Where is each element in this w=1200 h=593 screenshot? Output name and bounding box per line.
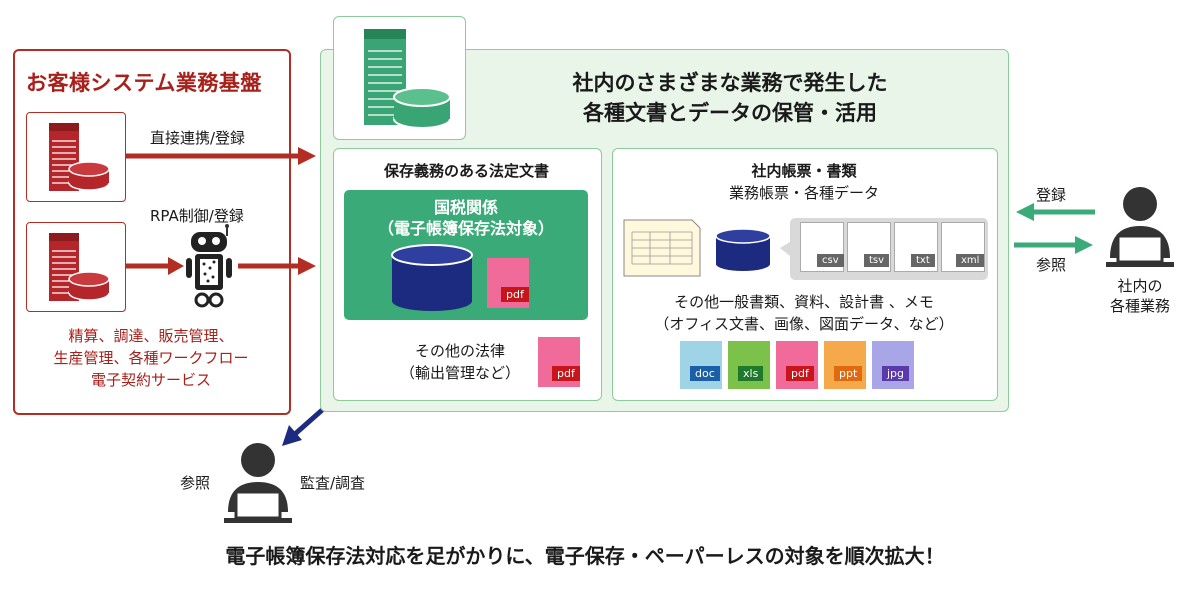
reference-label-bottom: 参照 bbox=[180, 474, 211, 492]
internal-user-label-line-2: 各種業務 bbox=[1109, 297, 1170, 315]
small-database-icon bbox=[715, 228, 771, 271]
general-docs-line-1: その他一般書類、資料、設計書 、メモ bbox=[674, 293, 934, 311]
office-file-doc: doc bbox=[680, 341, 722, 389]
internal-docs-subtitle: 業務帳票・各種データ bbox=[728, 184, 879, 202]
customer-system-title: お客様システム業務基盤 bbox=[26, 71, 262, 95]
office-file-pdf: pdf bbox=[776, 341, 818, 389]
office-file-xls: xls bbox=[728, 341, 770, 389]
navy-database-icon bbox=[391, 244, 473, 311]
footer-message: 電子帳簿保存法対応を足がかりに、電子保存・ペーパーレスの対象を順次拡大！ bbox=[225, 544, 945, 568]
format-file-tsv: tsv bbox=[847, 222, 891, 272]
csv-tag: csv bbox=[817, 254, 844, 267]
pdf-tag: pdf bbox=[786, 366, 814, 381]
rpa-robot-icon bbox=[186, 224, 232, 308]
doc-tag: doc bbox=[690, 366, 720, 381]
tax-docs-title-line-2: （電子帳簿保存法対象） bbox=[377, 219, 554, 238]
other-law-pdf-icon: pdf bbox=[538, 337, 580, 387]
other-law-line-1: その他の法律 bbox=[414, 342, 505, 360]
office-file-ppt: ppt bbox=[824, 341, 866, 389]
customer-desc-line-1: 精算、調達、販売管理、 bbox=[68, 327, 234, 345]
red-server-icon bbox=[49, 123, 110, 191]
customer-desc-line-2: 生産管理、各種ワークフロー bbox=[53, 349, 249, 367]
audit-label: 監査/調査 bbox=[300, 474, 366, 492]
format-file-csv: csv bbox=[800, 222, 844, 272]
xls-tag: xls bbox=[738, 366, 764, 381]
ppt-tag: ppt bbox=[834, 366, 863, 381]
format-file-txt: txt bbox=[894, 222, 938, 272]
pdf-tag: pdf bbox=[552, 366, 580, 381]
format-file-xml: xml bbox=[941, 222, 985, 272]
tsv-tag: tsv bbox=[864, 254, 890, 267]
txt-tag: txt bbox=[911, 254, 935, 267]
tax-docs-title: 国税関係 （電子帳簿保存法対象） bbox=[344, 197, 588, 239]
storage-server-card bbox=[333, 16, 466, 140]
direct-link-label: 直接連携/登録 bbox=[150, 129, 246, 147]
internal-user-label: 社内の 各種業務 bbox=[1090, 276, 1190, 316]
customer-desc-line-3: 電子契約サービス bbox=[90, 371, 211, 389]
internal-docs-title: 社内帳票・書類 bbox=[751, 162, 857, 180]
reference-label-right: 参照 bbox=[1036, 256, 1067, 274]
office-file-jpg: jpg bbox=[872, 341, 914, 389]
customer-desc: 精算、調達、販売管理、 生産管理、各種ワークフロー 電子契約サービス bbox=[13, 325, 289, 391]
jpg-tag: jpg bbox=[882, 366, 910, 381]
red-server-icon bbox=[49, 233, 110, 301]
user-at-laptop-icon bbox=[1106, 187, 1174, 267]
storage-title: 社内のさまざまな業務で発生した 各種文書とデータの保管・活用 bbox=[490, 68, 970, 128]
other-law-text: その他の法律 （輸出管理など） bbox=[390, 340, 530, 384]
customer-server-card-1 bbox=[26, 112, 126, 202]
storage-title-line-1: 社内のさまざまな業務で発生した bbox=[572, 71, 888, 95]
internal-user-label-line-1: 社内の bbox=[1117, 277, 1163, 295]
xml-tag: xml bbox=[956, 254, 985, 267]
legal-docs-title: 保存義務のある法定文書 bbox=[383, 162, 549, 180]
pdf-tag: pdf bbox=[501, 287, 529, 302]
general-docs-text: その他一般書類、資料、設計書 、メモ （オフィス文書、画像、図面データ、など） bbox=[612, 291, 996, 335]
other-law-line-2: （輸出管理など） bbox=[399, 364, 520, 382]
tax-docs-title-line-1: 国税関係 bbox=[433, 198, 498, 217]
tax-pdf-icon: pdf bbox=[487, 258, 529, 308]
rpa-label: RPA制御/登録 bbox=[150, 207, 244, 225]
green-server-icon bbox=[364, 29, 451, 129]
general-docs-line-2: （オフィス文書、画像、図面データ、など） bbox=[654, 315, 954, 333]
form-sheet-icon bbox=[623, 219, 701, 277]
register-label: 登録 bbox=[1036, 186, 1067, 204]
auditor-at-laptop-icon bbox=[224, 443, 292, 523]
customer-server-card-2 bbox=[26, 222, 126, 312]
storage-title-line-2: 各種文書とデータの保管・活用 bbox=[583, 101, 877, 125]
